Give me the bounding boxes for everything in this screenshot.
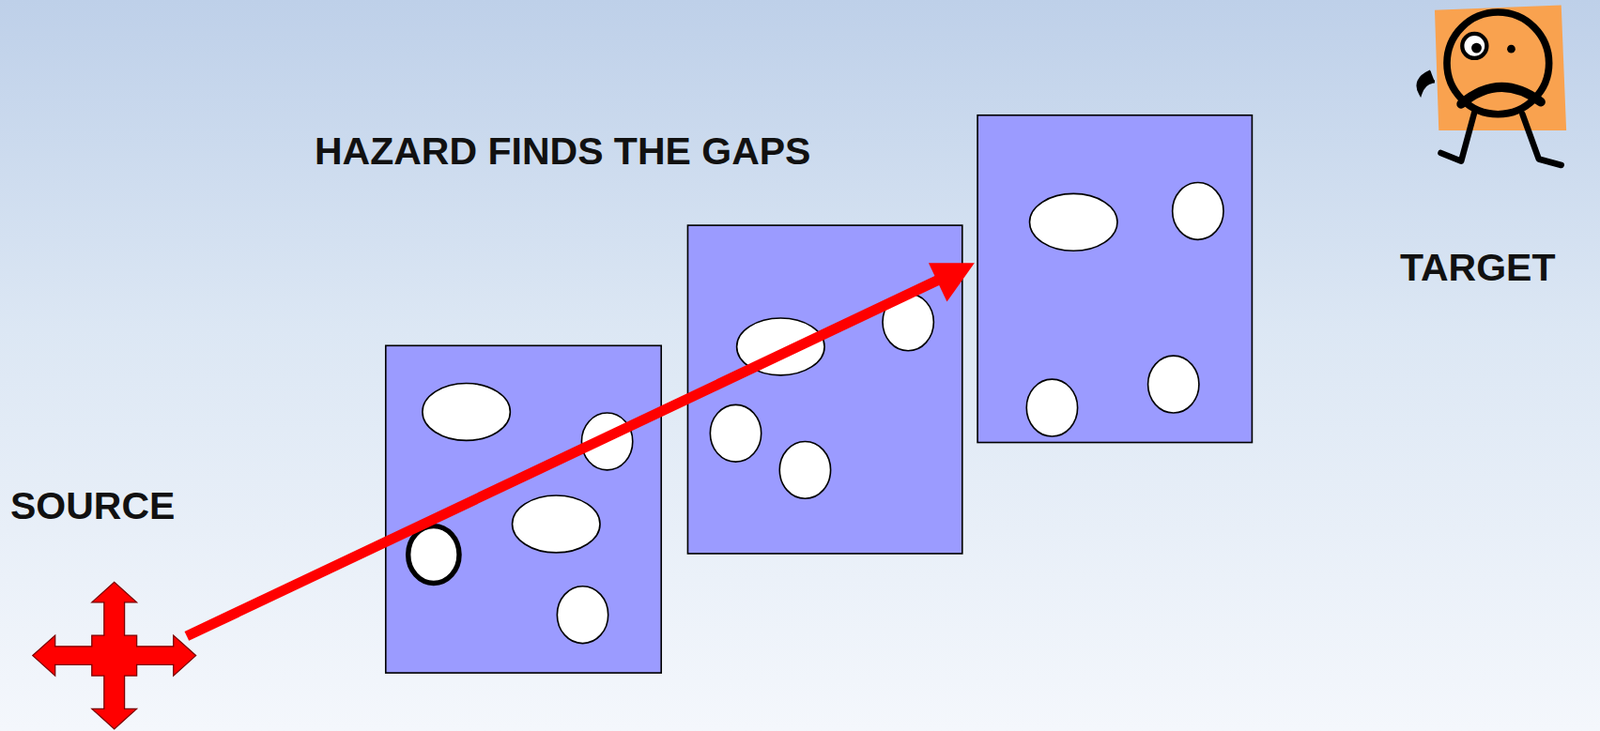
- source-symbol: [32, 582, 197, 729]
- cheese-slice: [977, 115, 1252, 444]
- target-label: TARGET: [1400, 246, 1556, 290]
- diagram-title: HAZARD FINDS THE GAPS: [314, 130, 811, 173]
- cheese-slice: [687, 225, 962, 554]
- cheese-slice: [385, 345, 662, 674]
- hazard-arrow: [186, 262, 975, 637]
- target-person: [1417, 4, 1567, 166]
- source-label: SOURCE: [10, 485, 175, 528]
